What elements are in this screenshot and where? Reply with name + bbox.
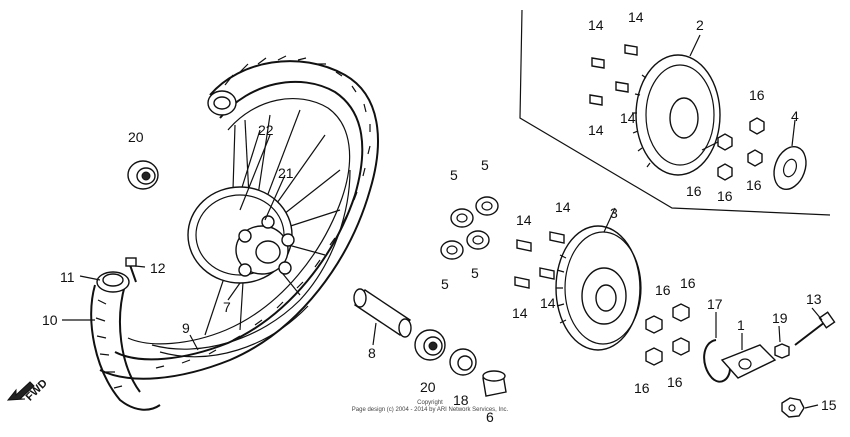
callout-5a: 5: [450, 167, 458, 183]
callout-4: 4: [791, 108, 799, 124]
chain-adjuster: [720, 344, 777, 379]
callout-5d: 5: [471, 265, 479, 281]
callout-16f: 16: [680, 275, 696, 291]
callout-14a: 14: [588, 17, 604, 33]
callout-16g: 16: [634, 380, 650, 396]
callout-22: 22: [258, 122, 274, 138]
callout-14g: 14: [512, 305, 528, 321]
callout-20b: 20: [420, 379, 436, 395]
washer: [774, 343, 790, 359]
callout-18: 18: [453, 392, 469, 408]
callout-14d: 14: [620, 110, 636, 126]
callout-3: 3: [610, 205, 618, 221]
bearing-upper: [127, 160, 159, 190]
side-collar: [482, 370, 507, 397]
copyright-notice: Copyright Page design (c) 2004 - 2014 by…: [330, 400, 530, 414]
callout-labels: 1 2 3 4 5 5 5 5 6 7 8 9 10 11 12 13 14 1…: [42, 9, 837, 425]
callout-14h: 14: [540, 295, 556, 311]
callout-8: 8: [368, 345, 376, 361]
callout-14c: 14: [588, 122, 604, 138]
callout-16c: 16: [717, 188, 733, 204]
callout-12: 12: [150, 260, 166, 276]
rear-sprocket: [632, 54, 721, 176]
hub: [187, 186, 295, 284]
valve-stem: [125, 257, 137, 283]
studs-center: [514, 231, 565, 289]
nuts-center: [645, 303, 690, 366]
oil-seal: [449, 348, 477, 376]
axle-nut: [781, 397, 805, 418]
callout-7: 7: [223, 299, 231, 315]
leader-lines: [62, 34, 823, 409]
callout-16b: 16: [686, 183, 702, 199]
callout-14f: 14: [555, 199, 571, 215]
nuts-top: [717, 117, 765, 181]
callout-14e: 14: [516, 212, 532, 228]
callout-2: 2: [696, 17, 704, 33]
callout-9: 9: [182, 320, 190, 336]
callout-16h: 16: [667, 374, 683, 390]
callout-6: 6: [486, 409, 494, 425]
callout-13: 13: [806, 291, 822, 307]
bearing-lower: [414, 329, 446, 361]
rim: [151, 169, 351, 358]
sprocket-group-outline: [519, 9, 831, 216]
driven-flange: [555, 225, 642, 351]
callout-16a: 16: [749, 87, 765, 103]
callout-20a: 20: [128, 129, 144, 145]
fwd-arrow-icon: FWD: [6, 377, 50, 403]
studs-top: [589, 44, 638, 106]
callout-5c: 5: [441, 276, 449, 292]
callout-19: 19: [772, 310, 788, 326]
callout-1: 1: [737, 317, 745, 333]
callout-5b: 5: [481, 157, 489, 173]
callout-14b: 14: [628, 9, 644, 25]
callout-16d: 16: [746, 177, 762, 193]
dampers: [440, 196, 499, 260]
callout-17: 17: [707, 296, 723, 312]
callout-11: 11: [60, 269, 75, 285]
callout-15: 15: [821, 397, 837, 413]
callout-10: 10: [42, 312, 58, 328]
fwd-label: FWD: [24, 377, 50, 403]
tire: [90, 55, 379, 411]
callout-21: 21: [278, 165, 294, 181]
callout-16e: 16: [655, 282, 671, 298]
copyright-line-2: Page design (c) 2004 - 2014 by ARI Netwo…: [351, 407, 509, 413]
axle-spacer: [353, 288, 412, 338]
copyright-line-1: Copyright: [417, 400, 443, 406]
lock-plate: [773, 145, 807, 191]
snap-ring: [703, 339, 731, 383]
axle-bolt: [794, 311, 836, 346]
